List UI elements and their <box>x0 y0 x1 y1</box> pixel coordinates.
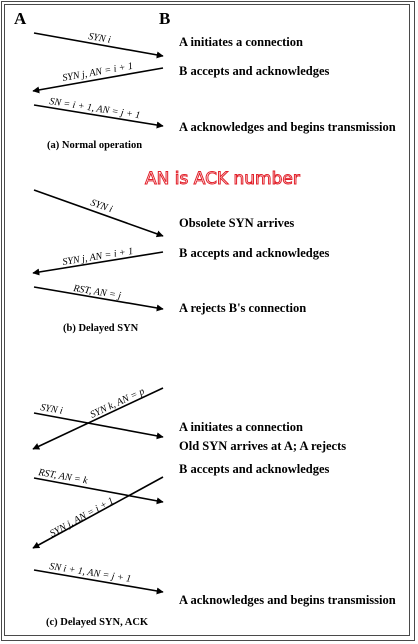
label-a-syn: SYN i <box>87 31 111 46</box>
label-b-syn-ack: SYN j, AN = i + 1 <box>62 246 134 268</box>
desc-c-acknowledges: A acknowledges and begins transmission <box>179 593 396 607</box>
arrow-a-syn <box>33 32 164 59</box>
desc-c-accepts: B accepts and acknowledges <box>179 462 329 476</box>
arrow-b-syn <box>33 189 164 238</box>
desc-b-rejects: A rejects B's connection <box>179 301 306 315</box>
arrow-a-syn-ack <box>32 67 164 94</box>
label-b-syn: SYN i <box>89 197 114 215</box>
arrow-c-syn <box>33 412 164 440</box>
arrow-c-syn-ack <box>32 476 164 549</box>
desc-b-accepts: B accepts and acknowledges <box>179 246 329 260</box>
handwritten-note: AN is ACK number <box>145 169 300 189</box>
arrow-a-ack <box>33 104 164 129</box>
caption-c: (c) Delayed SYN, ACK <box>46 617 149 628</box>
endpoint-b-label: B <box>159 9 170 28</box>
label-c-ack: SN i + 1, AN = j + 1 <box>49 561 132 585</box>
inner-frame <box>4 4 410 636</box>
caption-a: (a) Normal operation <box>47 140 142 151</box>
label-c-syn: SYN i <box>39 402 63 417</box>
desc-a-acknowledges: A acknowledges and begins transmission <box>179 120 396 134</box>
desc-b-obsolete: Obsolete SYN arrives <box>179 216 294 230</box>
arrow-c-rst <box>33 477 164 505</box>
arrow-c-ack <box>33 569 164 595</box>
arrow-b-rst <box>33 286 164 312</box>
desc-a-initiates: A initiates a connection <box>179 35 303 49</box>
label-c-old-syn: SYN k, AN = p <box>89 386 147 421</box>
desc-c-old-syn: Old SYN arrives at A; A rejects <box>179 439 346 453</box>
desc-a-accepts: B accepts and acknowledges <box>179 64 329 78</box>
caption-b: (b) Delayed SYN <box>63 323 139 334</box>
arrow-b-syn-ack <box>32 251 164 276</box>
desc-c-initiates: A initiates a connection <box>179 420 303 434</box>
label-b-rst: RST, AN = j <box>72 283 122 302</box>
arrow-c-old-syn <box>32 387 164 450</box>
label-a-syn-ack: SYN j, AN = i + 1 <box>62 61 134 84</box>
endpoint-a-label: A <box>14 9 27 28</box>
label-a-ack: SN = i + 1, AN = j + 1 <box>49 96 141 121</box>
label-c-syn-ack: SYN j, AN = i + 1 <box>48 495 116 539</box>
